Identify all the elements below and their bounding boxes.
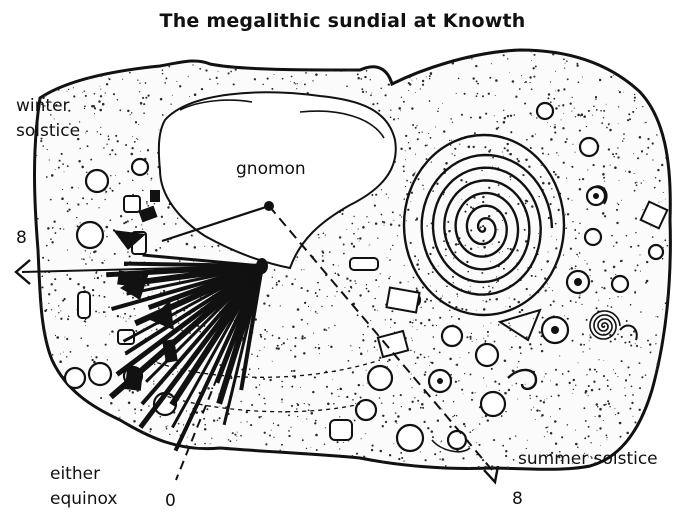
label-hour-0: 0 [165,490,176,512]
label-summer-solstice: summer solstice [518,448,658,470]
label-winter: winter [16,95,70,117]
label-equinox: equinox [50,488,117,510]
label-gnomon: gnomon [236,158,306,180]
label-hour-8-right: 8 [512,488,523,510]
label-hour-8-left: 8 [16,227,27,249]
label-solstice: solstice [16,120,80,142]
label-either: either [50,463,100,485]
